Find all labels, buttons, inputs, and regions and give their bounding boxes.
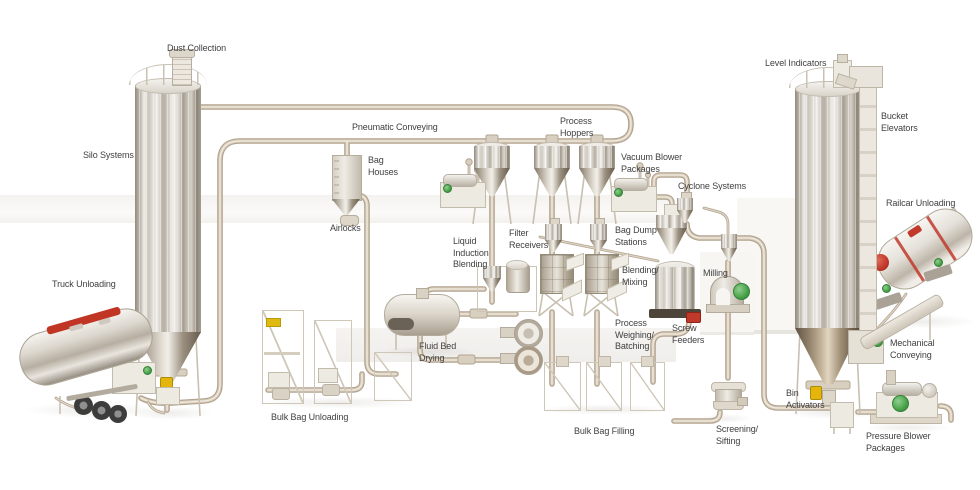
spiral-blower [514,319,543,348]
label-silo-systems: Silo Systems [83,150,134,160]
label-bulk-bag-filling: Bulk Bag Filling [574,426,635,436]
unloader-hopper [268,372,290,388]
label-screening-sifting: Screening/ Sifting [716,424,759,446]
bulk-bag-unloader-frame-3 [374,352,412,401]
induction-drum-top [506,260,528,270]
label-bulk-bag-unloading: Bulk Bag Unloading [271,412,349,422]
label-pressure-blower-packages: Pressure Blower Packages [866,431,931,453]
unloader-blower [322,384,340,396]
bulk-bag-filler-frame [630,362,665,411]
label-process-hoppers: Process Hoppers [560,116,594,138]
shadow [126,406,214,420]
silo-right-shell [795,88,861,328]
truck-wheel [92,401,111,420]
label-truck-unloading: Truck Unloading [52,279,116,289]
blend-vessel-body [655,267,695,311]
label-screw-feeders: Screw Feeders [672,323,705,345]
tanker-body [13,302,159,392]
fluid-bed-dryer [384,294,460,336]
label-fluid-bed-drying: Fluid Bed Drying [419,341,457,363]
shadow [698,414,752,423]
screw-feeder-valve-red [686,312,701,323]
pressure-blower-motor [892,395,909,412]
label-dust-collection: Dust Collection [167,43,227,53]
railcar-bogie [873,291,903,311]
dust-collector [172,54,192,86]
label-vacuum-blower-packages: Vacuum Blower Packages [621,152,683,174]
mill-arch [716,288,730,305]
process-hopper-shell [534,146,570,168]
railcar-red-ring [894,236,925,282]
induction-cone-tank [483,266,501,278]
bulk-bag-filler-frame [544,362,581,411]
unloader-blower [272,388,290,400]
bucket-elevator-column [859,84,877,336]
label-pneumatic-conveying: Pneumatic Conveying [352,122,438,132]
process-hopper-shell [579,146,615,168]
spiral-blower [514,346,543,375]
unloader-shelf [264,352,300,355]
label-railcar-unloading: Railcar Unloading [886,198,956,208]
process-hopper-shell [474,146,510,168]
railcar-indicator [882,284,891,293]
label-milling: Milling [703,268,728,278]
label-filter-receivers: Filter Receivers [509,228,549,250]
label-cyclone-systems: Cyclone Systems [678,181,747,191]
railcar-indicator [934,258,943,267]
label-process-weighing-batching: Process Weighing/ Batching [615,318,654,352]
silo-left-shell [135,85,201,333]
vacuum-blower-cylinder [443,174,477,187]
unloader-hopper [318,368,338,383]
blower-filter-pot [922,383,937,398]
label-liquid-induction-blending: Liquid Induction Blending [453,236,489,270]
railcar-red-hatch [906,224,923,239]
vbp-motor [443,184,452,193]
truck-tanker [13,288,166,423]
truck-wheel [74,396,93,415]
vacuum-blower-cylinder [614,178,648,191]
bin-activator-yellow [810,386,822,400]
mill-base [706,304,750,313]
label-mechanical-conveying: Mechanical Conveying [890,338,935,360]
bag-house-panel [334,160,339,194]
label-blending-mixing: Blending/ Mixing [622,265,659,287]
dryer-inlet-stub [416,288,429,299]
level-indicator-cap [837,54,848,63]
shadow [376,346,480,357]
label-bin-activators: Bin Activators [786,388,825,410]
shadow [864,422,952,433]
mill-cyclone-shell [721,234,737,248]
label-airlocks: Airlocks [330,223,361,233]
rotary-airlock-feeder [156,387,180,405]
hoist-yellow [266,318,281,327]
filler-head [641,356,654,367]
vbp-motor [614,188,623,197]
filler-head [598,356,611,367]
truck-chassis [66,383,138,402]
cyclone-shell [677,198,693,210]
label-bag-houses: Bag Houses [368,155,398,177]
filter-receiver-shell [545,224,562,240]
screener-motor-stub [737,397,748,406]
filler-head [556,356,569,367]
label-bag-dump-stations: Bag Dump Stations [615,225,657,247]
bulk-bag-filler-frame [586,362,622,411]
railcar-red-ring [925,215,957,262]
blower-stack [886,370,896,385]
filter-receiver-shell [590,224,607,240]
label-bucket-elevators: Bucket Elevators [881,111,918,133]
blend-vessel-base [649,309,701,318]
mill-motor [733,283,750,300]
label-level-indicators: Level Indicators [765,58,827,68]
truck-wheel [109,405,127,423]
discharge-feeder [830,402,854,428]
dryer-opening [388,318,414,330]
airlock-valve [340,215,359,226]
dust-collector-cap [169,49,195,58]
weigh-hopper-shell [656,215,687,228]
blower-motor [143,366,152,375]
